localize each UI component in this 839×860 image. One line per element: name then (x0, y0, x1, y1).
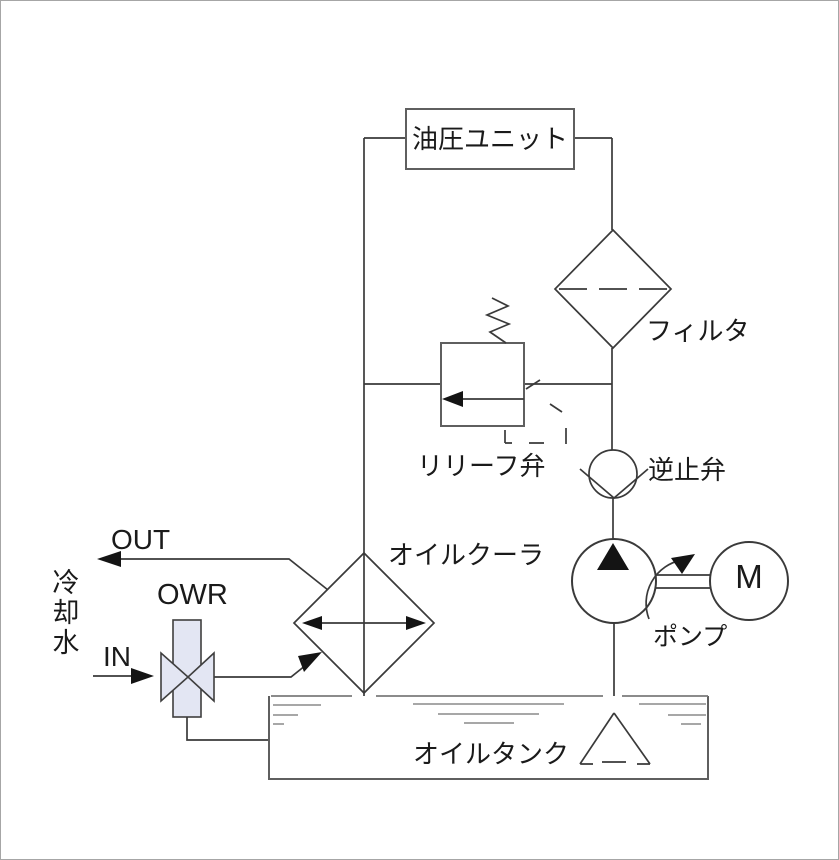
motor-label: M (735, 558, 763, 595)
relief-spring (484, 297, 512, 344)
oil-tank-label: オイルタンク (413, 739, 570, 769)
owr-valve-bowtie-left (160, 651, 190, 703)
relief-valve-label: リリーフ弁 (417, 451, 546, 481)
oil-cooler-label: オイルクーラ (388, 540, 545, 570)
oil-tank-outline (268, 696, 709, 780)
in-label: IN (103, 641, 131, 672)
sensor-line (186, 717, 288, 741)
out-label: OUT (111, 524, 171, 555)
oil-level-lines-right (639, 703, 706, 725)
relief-pilot-dashed-line (504, 403, 567, 444)
hydraulic-unit-label: 油圧ユニット (411, 124, 568, 154)
shaft-lines (656, 574, 710, 589)
out-arrowhead (97, 551, 121, 567)
pump-label: ポンプ (653, 623, 728, 651)
cooler-inlet-arrowhead (298, 652, 322, 672)
oil-level-lines-middle (413, 703, 564, 724)
suction-strainer (579, 712, 651, 765)
check-valve-label: 逆止弁 (648, 455, 727, 485)
check-valve-seat (579, 468, 649, 500)
owr-label: OWR (157, 579, 228, 611)
hydraulic-unit-box (405, 108, 575, 170)
cooler-arrowhead-right (406, 616, 426, 630)
motor-circle (709, 541, 789, 621)
pressure-line (611, 138, 615, 713)
check-valve-circle (588, 449, 638, 499)
oil-level-lines-left (273, 704, 321, 725)
relief-valve-box (440, 342, 525, 427)
pump-flow-triangle (597, 543, 629, 570)
filter-label: フィルタ (646, 316, 750, 346)
relief-inlet-tick (525, 379, 541, 390)
relief-flow-arrowhead (442, 391, 463, 407)
cooling-water-label: 冷却水 (48, 568, 79, 658)
cooler-arrowhead-left (302, 616, 322, 630)
rotation-arc (645, 559, 683, 620)
rotation-arrowhead (671, 554, 695, 574)
pump-circle (571, 538, 657, 624)
oil-cooler-symbol (292, 551, 436, 695)
owr-valve-bowtie-right (186, 651, 215, 703)
valve-to-cooler-line (214, 660, 312, 678)
in-arrowhead (131, 668, 154, 684)
cooling-out-line (105, 558, 329, 591)
